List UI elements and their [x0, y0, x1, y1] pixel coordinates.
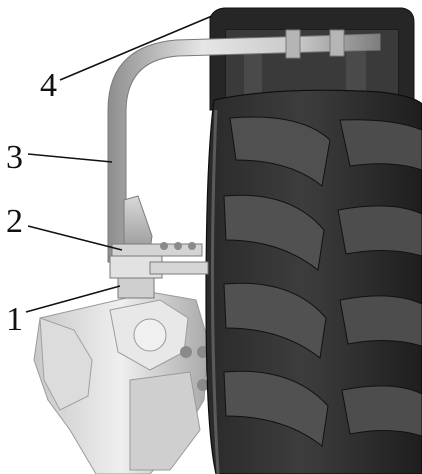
wheel-hub-assembly — [33, 291, 209, 474]
leader-line-4 — [59, 15, 213, 81]
tread-lug — [223, 194, 325, 271]
tread-lug — [339, 295, 422, 347]
leader-line-2 — [27, 225, 123, 251]
upper-clamp — [111, 195, 203, 257]
leader-line-3 — [27, 153, 113, 163]
tractor-tire — [205, 89, 422, 474]
callout-label-2: 2 — [6, 203, 23, 240]
callout-label-1: 1 — [6, 301, 23, 338]
tread-lug — [223, 370, 329, 447]
callout-label-3: 3 — [6, 139, 23, 176]
lower-mounting-bracket — [109, 255, 209, 299]
tread-lug — [229, 116, 331, 187]
tread-lug — [341, 385, 422, 437]
tread-lug — [337, 205, 422, 257]
leader-line-1 — [25, 285, 121, 313]
tread-lug — [223, 282, 327, 359]
callout-label-4: 4 — [40, 67, 57, 104]
support-bar — [107, 29, 381, 263]
tread-lug — [339, 119, 422, 171]
